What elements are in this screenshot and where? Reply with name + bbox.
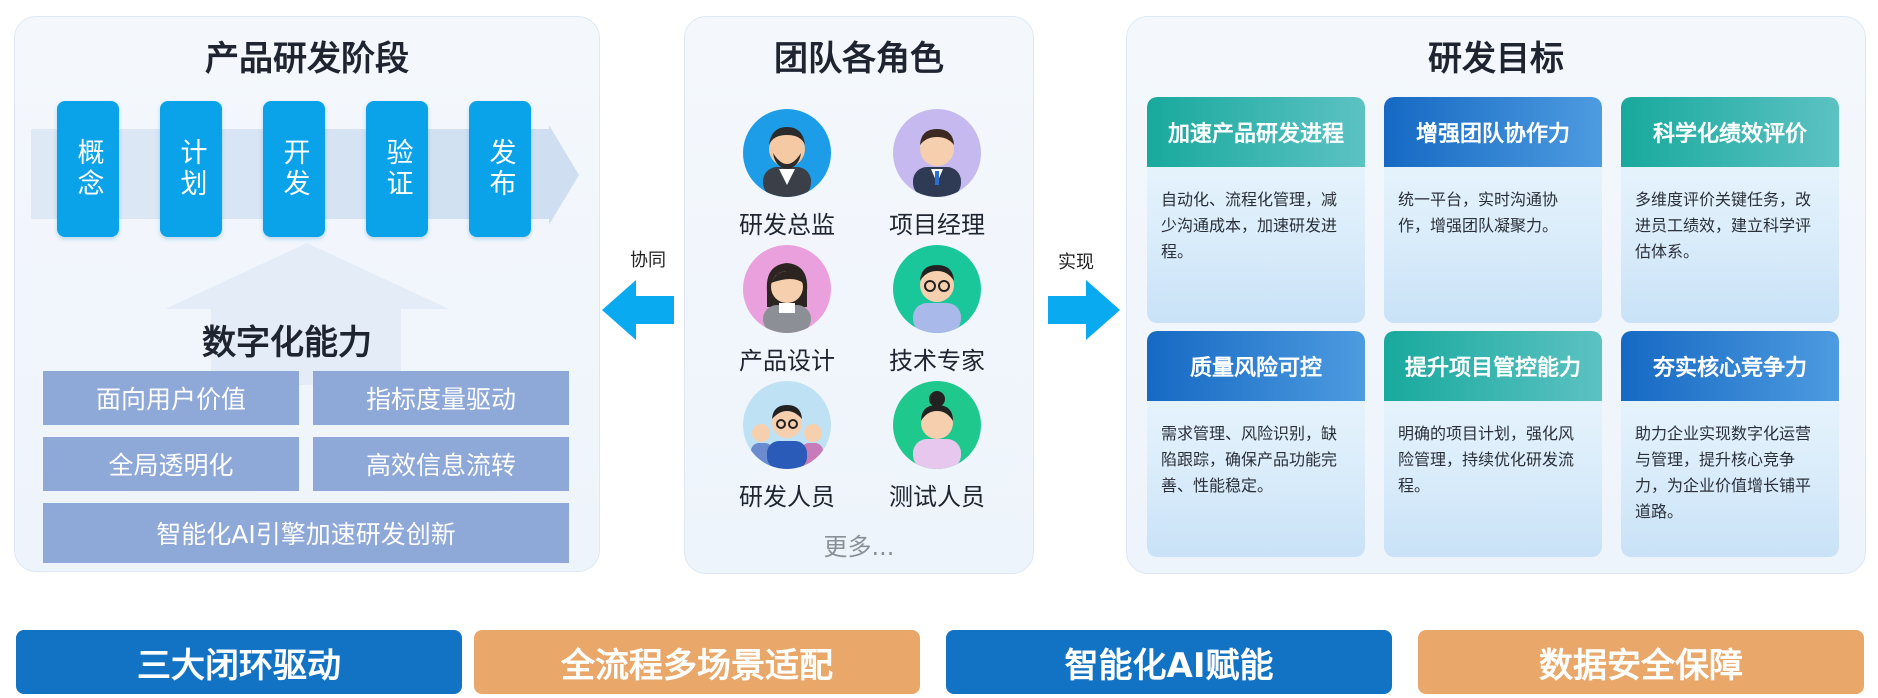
capability-item: 指标度量驱动 xyxy=(313,371,569,425)
capability-item: 高效信息流转 xyxy=(313,437,569,491)
rd-goals-panel: 研发目标 加速产品研发进程 自动化、流程化管理，减少沟通成本，加速研发进程。 增… xyxy=(1126,16,1866,574)
role-rd-director: 研发总监 xyxy=(727,109,847,240)
right-arrow-icon xyxy=(1048,280,1120,340)
goal-title: 质量风险可控 xyxy=(1147,331,1365,401)
role-name: 产品设计 xyxy=(739,347,835,375)
more-roles-text: 更多... xyxy=(823,533,895,561)
role-developer: 研发人员 xyxy=(727,381,847,512)
goal-title: 提升项目管控能力 xyxy=(1384,331,1602,401)
manager-avatar-icon xyxy=(893,109,981,197)
goal-description: 自动化、流程化管理，减少沟通成本，加速研发进程。 xyxy=(1161,190,1338,261)
goal-title: 科学化绩效评价 xyxy=(1621,97,1839,167)
role-name: 研发人员 xyxy=(739,483,835,511)
goal-description: 需求管理、风险识别，缺陷跟踪，确保产品功能完善、性能稳定。 xyxy=(1161,424,1338,495)
capability-item: 全局透明化 xyxy=(43,437,299,491)
tester-avatar-icon xyxy=(893,381,981,469)
goal-title: 增强团队协作力 xyxy=(1384,97,1602,167)
stage-release: 发布 xyxy=(469,101,531,237)
goal-description: 多维度评价关键任务，改进员工绩效，建立科学评估体系。 xyxy=(1635,190,1812,261)
goal-description: 明确的项目计划，强化风险管理，持续优化研发流程。 xyxy=(1398,424,1575,495)
roles-panel-title: 团队各角色 xyxy=(774,39,944,79)
goal-card: 夯实核心竞争力 助力企业实现数字化运营与管理，提升核心竞争力，为企业价值增长铺平… xyxy=(1621,331,1839,557)
goal-card: 提升项目管控能力 明确的项目计划，强化风险管理，持续优化研发流程。 xyxy=(1384,331,1602,557)
goal-description: 助力企业实现数字化运营与管理，提升核心竞争力，为企业价值增长铺平道路。 xyxy=(1635,424,1812,521)
team-roles-panel: 团队各角色 研发总监 项目经理 产品设计 技术专家 研发人员 测试人员 xyxy=(684,16,1034,574)
feature-bar-full-process: 全流程多场景适配 xyxy=(474,630,920,694)
capability-item-wide: 智能化AI引擎加速研发创新 xyxy=(43,503,569,563)
role-project-manager: 项目经理 xyxy=(877,109,997,240)
left-arrow-icon xyxy=(602,280,674,340)
stage-panel-title: 产品研发阶段 xyxy=(205,39,409,79)
goal-description: 统一平台，实时沟通协作，增强团队凝聚力。 xyxy=(1398,190,1559,235)
expert-avatar-icon xyxy=(893,245,981,333)
capability-title: 数字化能力 xyxy=(202,323,372,363)
goal-card: 加速产品研发进程 自动化、流程化管理，减少沟通成本，加速研发进程。 xyxy=(1147,97,1365,323)
feature-bar-ai: 智能化AI赋能 xyxy=(946,630,1392,694)
goals-panel-title: 研发目标 xyxy=(1428,39,1564,79)
role-tester: 测试人员 xyxy=(877,381,997,512)
goal-card: 质量风险可控 需求管理、风险识别，缺陷跟踪，确保产品功能完善、性能稳定。 xyxy=(1147,331,1365,557)
goal-card: 增强团队协作力 统一平台，实时沟通协作，增强团队凝聚力。 xyxy=(1384,97,1602,323)
achieve-label: 实现 xyxy=(1058,252,1094,273)
feature-bar-security: 数据安全保障 xyxy=(1418,630,1864,694)
role-name: 研发总监 xyxy=(739,211,835,239)
collaborate-label: 协同 xyxy=(630,250,666,271)
feature-bar-closed-loop: 三大闭环驱动 xyxy=(16,630,462,694)
stage-concept: 概念 xyxy=(57,101,119,237)
capability-item: 面向用户价值 xyxy=(43,371,299,425)
stage-develop: 开发 xyxy=(263,101,325,237)
product-stage-panel: 产品研发阶段 概念 计划 开发 验证 发布 数字化能力 面向用户价值 指标度量驱… xyxy=(14,16,600,572)
role-name: 测试人员 xyxy=(889,483,985,511)
stage-flow-arrowhead xyxy=(549,125,579,225)
role-name: 项目经理 xyxy=(889,211,985,239)
stage-verify: 验证 xyxy=(366,101,428,237)
designer-avatar-icon xyxy=(743,245,831,333)
up-arrow-head xyxy=(165,243,449,309)
role-product-design: 产品设计 xyxy=(727,245,847,376)
developer-avatar-icon xyxy=(743,381,831,469)
goal-title: 加速产品研发进程 xyxy=(1147,97,1365,167)
role-tech-expert: 技术专家 xyxy=(877,245,997,376)
role-name: 技术专家 xyxy=(889,347,985,375)
stage-plan: 计划 xyxy=(160,101,222,237)
director-avatar-icon xyxy=(743,109,831,197)
goal-card: 科学化绩效评价 多维度评价关键任务，改进员工绩效，建立科学评估体系。 xyxy=(1621,97,1839,323)
goal-title: 夯实核心竞争力 xyxy=(1621,331,1839,401)
